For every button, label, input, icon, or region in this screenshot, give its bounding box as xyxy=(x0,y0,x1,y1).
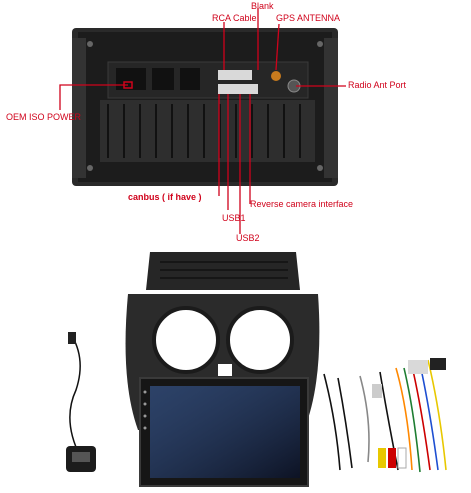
label-blank: Blank xyxy=(251,1,274,11)
label-usb1: USB1 xyxy=(222,213,246,223)
label-gps-antenna: GPS ANTENNA xyxy=(276,13,341,23)
label-canbus: canbus ( if have ) xyxy=(128,192,202,202)
label-radio-ant-port: Radio Ant Port xyxy=(348,80,407,90)
label-reverse-camera: Reverse camera interface xyxy=(250,199,354,209)
label-rca-cable: RCA Cable xyxy=(212,13,257,23)
label-oem-iso-power: OEM ISO POWER xyxy=(6,112,82,122)
label-usb2: USB2 xyxy=(236,233,260,243)
